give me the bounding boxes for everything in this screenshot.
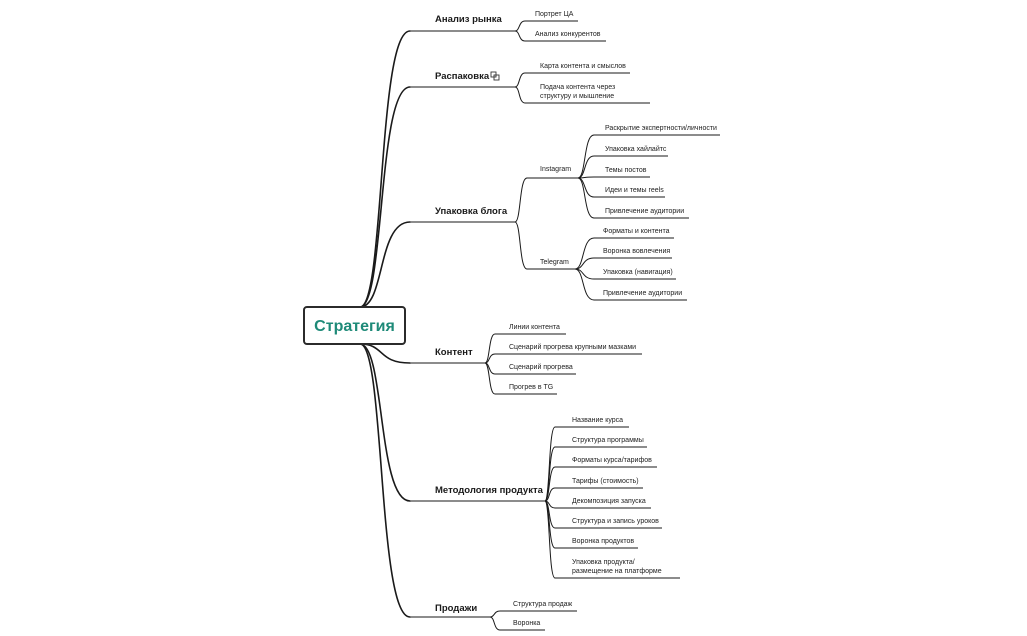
branch-node: Распаковка xyxy=(435,71,500,82)
leaf-label[interactable]: Форматы курса/тарифов xyxy=(572,457,652,464)
branch-label[interactable]: Распаковка xyxy=(435,71,490,82)
leaf-label[interactable]: Сценарий прогрева крупными мазками xyxy=(509,343,636,351)
root-node[interactable]: Стратегия xyxy=(303,306,406,345)
leaf-label[interactable]: Прогрев в TG xyxy=(509,384,553,391)
leaf-label[interactable]: Упаковка (навигация) xyxy=(603,269,673,276)
connector-branch-to-leaf xyxy=(484,333,496,364)
branch-node: Методология продукта xyxy=(435,485,544,496)
mind-map-nodes: Стратегия Анализ рынка Портрет ЦА Анализ ко… xyxy=(303,11,717,627)
leaf-label[interactable]: Структура продаж xyxy=(513,601,573,608)
connector-root-to-branch xyxy=(359,86,411,308)
leaf-label[interactable]: Портрет ЦА xyxy=(535,11,574,18)
leaf-label[interactable]: Тарифы (стоимость) xyxy=(572,478,639,485)
branch-label[interactable]: Упаковка блога xyxy=(435,206,508,217)
branch-node: Упаковка блога xyxy=(435,206,508,217)
connector-branch-to-leaf xyxy=(489,610,501,618)
branch-node: Анализ рынка xyxy=(435,14,503,25)
branch-label[interactable]: Продажи xyxy=(435,603,477,614)
leaf-label[interactable]: Привлечение аудитории xyxy=(605,208,684,215)
group-label[interactable]: Telegram xyxy=(540,259,569,266)
branch-node: Контент xyxy=(435,347,473,358)
connector-branch-to-leaf xyxy=(544,487,556,502)
leaf-label[interactable]: Воронка вовлечения xyxy=(603,248,670,255)
leaf-label[interactable]: Упаковка хайлайтс xyxy=(605,145,667,153)
mind-map-connectors xyxy=(359,20,720,631)
connector-branch-to-leaf xyxy=(514,86,526,104)
leaf-label[interactable]: Воронка xyxy=(513,620,540,627)
connector-branch-to-leaf xyxy=(544,500,556,579)
branch-label[interactable]: Анализ рынка xyxy=(435,14,503,25)
branch-label[interactable]: Методология продукта xyxy=(435,485,544,496)
connector-group-to-leaf xyxy=(577,155,595,179)
group-label[interactable]: Instagram xyxy=(540,166,571,173)
connector-group-to-leaf xyxy=(574,237,595,270)
connector-branch-to-leaf xyxy=(514,72,526,88)
connector-root-to-branch xyxy=(359,30,411,308)
branch-label[interactable]: Контент xyxy=(435,347,473,358)
connector-branch-to-leaf xyxy=(489,616,501,631)
connector-root-to-branch xyxy=(359,343,411,502)
root-label: Стратегия xyxy=(314,318,395,335)
connector-group-to-leaf xyxy=(574,268,595,301)
connector-branch-to-leaf xyxy=(484,362,496,395)
leaf-label[interactable]: Форматы и контента xyxy=(603,228,670,235)
connector-root-to-branch xyxy=(359,343,411,618)
leaf-label[interactable]: Темы постов xyxy=(605,167,647,174)
connector-root-to-branch xyxy=(359,221,411,308)
leaf-label[interactable]: Декомпозиция запуска xyxy=(572,498,646,505)
branch-node: Продажи xyxy=(435,603,477,614)
leaf-label[interactable]: Идеи и темы reels xyxy=(605,187,664,194)
connector-group-to-leaf xyxy=(577,134,595,179)
leaf-label[interactable]: Сценарий прогрева xyxy=(509,363,573,371)
leaf-label[interactable]: Привлечение аудитории xyxy=(603,290,682,297)
leaf-label[interactable]: Раскрытие экспертности/личности xyxy=(605,125,717,132)
leaf-label[interactable]: Воронка продуктов xyxy=(572,538,634,545)
connector-branch-to-leaf xyxy=(514,20,526,32)
leaf-label[interactable]: Упаковка продукта/размещение на платформ… xyxy=(572,559,662,575)
connector-branch-to-group xyxy=(514,221,528,270)
link-icon[interactable] xyxy=(490,71,500,81)
leaf-label[interactable]: Линии контента xyxy=(509,324,560,331)
connector-group-to-leaf xyxy=(574,257,595,270)
connector-group-to-leaf xyxy=(577,177,595,219)
leaf-label[interactable]: Карта контента и смыслов xyxy=(540,63,626,70)
connector-branch-to-leaf xyxy=(514,30,526,42)
connector-branch-to-group xyxy=(514,177,528,223)
connector-branch-to-leaf xyxy=(544,466,556,502)
leaf-label[interactable]: Название курса xyxy=(572,417,623,424)
leaf-label[interactable]: Структура программы xyxy=(572,437,644,444)
leaf-label[interactable]: Анализ конкурентов xyxy=(535,31,601,38)
leaf-label[interactable]: Структура и запись уроков xyxy=(572,518,659,525)
